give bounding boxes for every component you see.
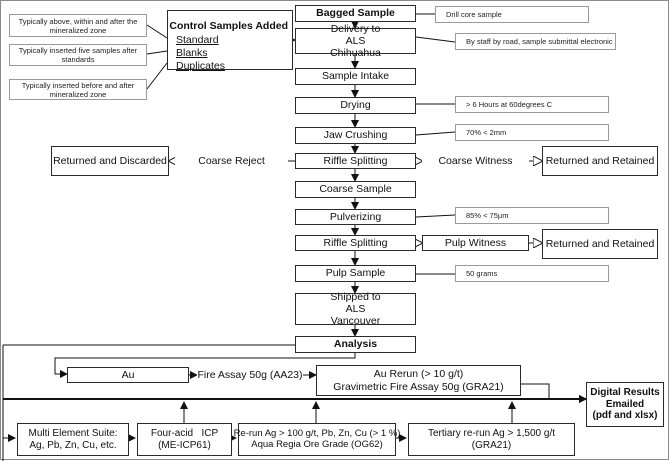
- tertiary-rerun-box: Tertiary re-run Ag > 1,500 g/t (GRA21): [408, 423, 575, 456]
- rerun-ag-line-1: Re-run Ag > 100 g/t, Pb, Zn, Cu (> 1 %): [233, 427, 401, 439]
- note-blanks: Typically inserted five samples after st…: [9, 44, 147, 66]
- connector-analysis-au: [54, 353, 356, 378]
- returned-retained-1-box: Returned and Retained: [542, 146, 658, 176]
- riffle-splitting-1-box: Riffle Splitting: [295, 153, 416, 169]
- jaw-crushing-box: Jaw Crushing: [295, 127, 416, 144]
- fire-assay-box: Fire Assay 50g (AA23): [197, 367, 303, 383]
- control-item-standard: Standard: [176, 34, 219, 46]
- callout-leader-pulv: [415, 214, 456, 218]
- rerun-ag-box: Re-run Ag > 100 g/t, Pb, Zn, Cu (> 1 %) …: [234, 423, 400, 456]
- pulp-sample-box: Pulp Sample: [295, 265, 416, 282]
- shipped-box: Shipped to ALS Vancouver: [295, 291, 416, 327]
- au-rerun-line-2: Gravimetric Fire Assay 50g (GRA21): [333, 380, 504, 393]
- tertiary-line-2: (GRA21): [471, 439, 512, 451]
- analysis-box: Analysis: [295, 336, 416, 353]
- bagged-sample-box: Bagged Sample: [295, 5, 416, 22]
- callout-leader-staff: [415, 36, 456, 43]
- coarse-sample-box: Coarse Sample: [295, 181, 416, 198]
- drying-box: Drying: [295, 97, 416, 114]
- note-duplicates: Typically inserted before and after mine…: [9, 79, 147, 100]
- callout-pulp: 50 grams: [455, 265, 609, 282]
- multi-line-1: Multi Element Suite:: [28, 428, 118, 439]
- au-rerun-line-1: Au Rerun (> 10 g/t): [373, 368, 464, 381]
- returned-discarded-box: Returned and Discarded: [51, 146, 169, 176]
- multi-element-box: Multi Element Suite: Ag, Pb, Zn, Cu, etc…: [17, 423, 129, 456]
- callout-drill-core: Drill core sample: [435, 6, 589, 23]
- connector-note-2: [146, 50, 168, 55]
- control-item-duplicates: Duplicates: [176, 60, 226, 73]
- callout-pulverizing: 85% < 75µm: [455, 207, 609, 224]
- four-acid-line-1: Four-acid ICP: [150, 428, 219, 439]
- delivery-box: Delivery to ALS Chihuahua: [295, 23, 416, 59]
- coarse-witness-box: Coarse Witness: [422, 153, 529, 169]
- multi-line-2: Ag, Pb, Zn, Cu, etc.: [29, 439, 117, 451]
- note-standards: Typically above, within and after the mi…: [9, 14, 147, 37]
- digital-results-box: Digital Results Emailed (pdf and xlsx): [586, 382, 664, 427]
- digital-line-1: Digital Results: [590, 387, 660, 399]
- control-samples-box: Control Samples Added Standard Blanks Du…: [167, 10, 293, 73]
- callout-staff-road: By staff by road, sample submittal elect…: [455, 33, 616, 50]
- au-box: Au: [67, 367, 189, 383]
- rerun-ag-line-2: Aqua Regia Ore Grade (OG62): [251, 438, 383, 450]
- pulp-witness-box: Pulp Witness: [422, 235, 529, 251]
- sample-intake-box: Sample Intake: [295, 68, 416, 85]
- control-samples-title: Control Samples Added: [169, 20, 288, 32]
- returned-retained-2-box: Returned and Retained: [542, 229, 658, 259]
- digital-line-2: Emailed: [605, 398, 645, 410]
- tertiary-line-1: Tertiary re-run Ag > 1,500 g/t: [427, 428, 555, 439]
- pulverizing-box: Pulverizing: [295, 209, 416, 225]
- callout-drying: > 6 Hours at 60degrees C: [455, 96, 609, 113]
- riffle-splitting-2-box: Riffle Splitting: [295, 235, 416, 251]
- connector-note-1: [146, 24, 168, 39]
- four-acid-box: Four-acid ICP (ME-ICP61): [137, 423, 232, 456]
- au-rerun-box: Au Rerun (> 10 g/t) Gravimetric Fire Ass…: [316, 365, 521, 396]
- coarse-reject-box: Coarse Reject: [175, 153, 288, 169]
- four-acid-line-2: (ME-ICP61): [158, 439, 211, 451]
- connector-rerun-digital: [521, 383, 587, 403]
- callout-jaw: 70% < 2mm: [455, 124, 609, 141]
- digital-line-3: (pdf and xlsx): [592, 410, 658, 422]
- control-item-blanks: Blanks: [176, 47, 208, 60]
- connector-note-3: [146, 62, 168, 90]
- callout-leader-jaw: [415, 131, 456, 136]
